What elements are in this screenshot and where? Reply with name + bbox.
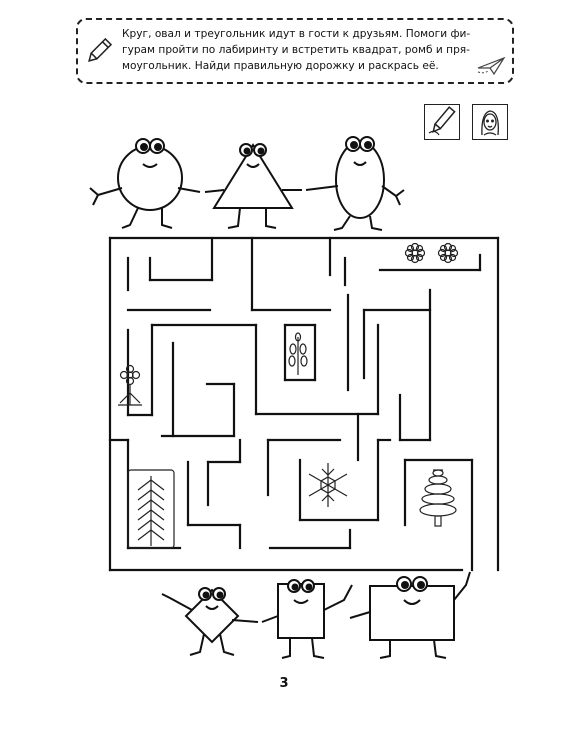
rhombus-character xyxy=(161,587,259,656)
face-portrait-icon xyxy=(472,104,508,140)
pencil-draw-icon xyxy=(424,104,460,140)
instruction-box: Круг, овал и треугольник идут в гости к … xyxy=(76,18,514,84)
pencil-icon xyxy=(88,37,113,62)
spruce-icon xyxy=(127,469,175,549)
flower-icon xyxy=(404,242,426,264)
instruction-line: гурам пройти по лабиринту и встретить кв… xyxy=(122,44,471,56)
page-number: 3 xyxy=(279,676,289,691)
flower-icon xyxy=(437,242,459,264)
paper-plane-icon xyxy=(477,56,506,76)
snowflake-icon xyxy=(308,463,348,507)
oval-character xyxy=(305,136,405,231)
rectangle-character xyxy=(349,571,471,659)
maze-walls xyxy=(108,236,500,572)
circle-character xyxy=(89,138,201,229)
instruction-line: Круг, овал и треугольник идут в гости к … xyxy=(122,28,471,40)
instruction-line: моугольник. Найди правильную дорожку и р… xyxy=(122,60,439,72)
instruction-text: Круг, овал и треугольник идут в гости к … xyxy=(122,26,492,74)
fir-tree-icon xyxy=(419,469,457,527)
flower-icon xyxy=(118,364,142,406)
square-character xyxy=(261,579,353,659)
triangle-character xyxy=(204,143,302,229)
branch-icon xyxy=(288,332,308,375)
